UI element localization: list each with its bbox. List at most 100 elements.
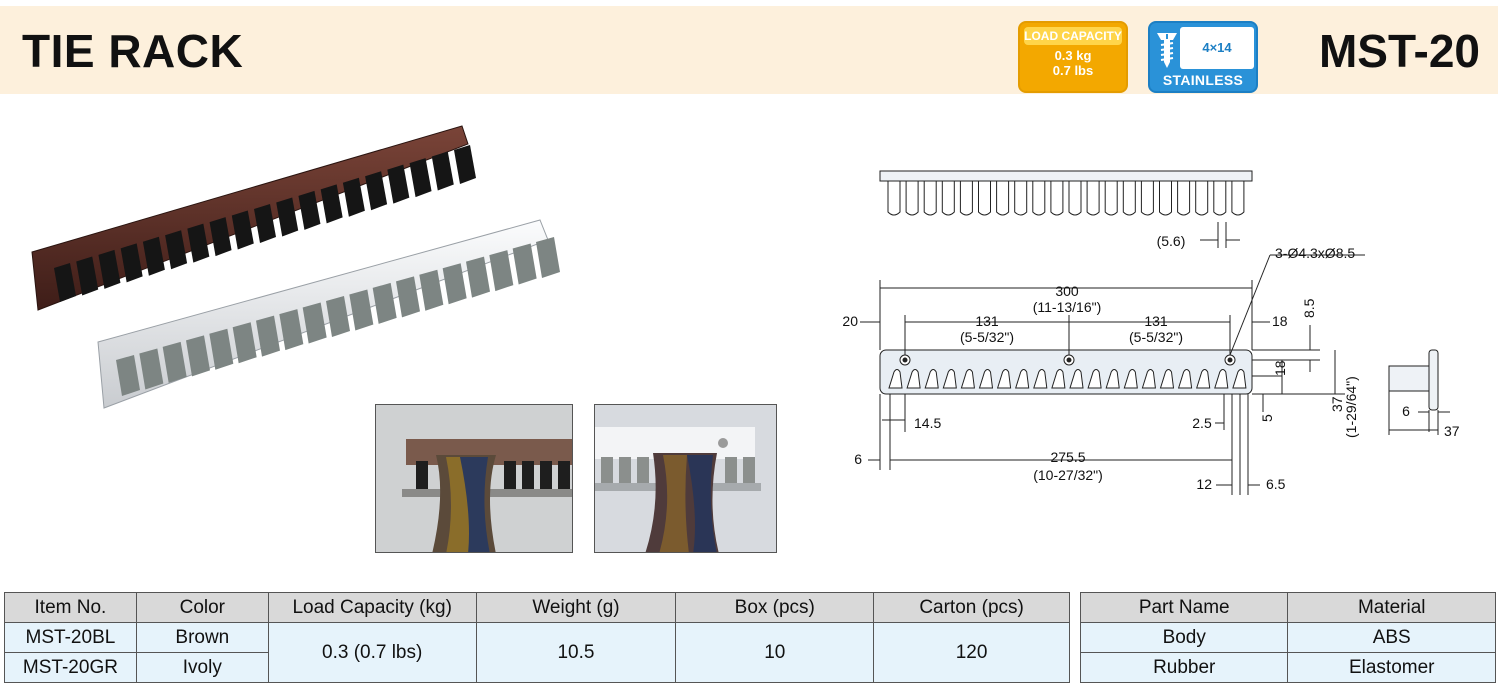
front-view-slot xyxy=(1015,369,1030,389)
dim-side-37: 37 xyxy=(1444,423,1460,439)
ivory-rack-hook xyxy=(466,256,490,298)
brown-rack-hook xyxy=(209,217,232,257)
ivory-rack-hook xyxy=(256,315,280,357)
carton-cell: 120 xyxy=(873,622,1070,683)
ivory-rack-hook xyxy=(396,276,420,318)
ivory-rack-hook xyxy=(209,328,234,370)
ivory-rack-hook xyxy=(372,282,397,324)
brown-rack-body xyxy=(31,125,469,311)
header-carton: Carton (pcs) xyxy=(873,592,1070,623)
top-view-tooth xyxy=(1050,181,1064,216)
header-color: Color xyxy=(135,592,269,623)
dim-14-5: 14.5 xyxy=(914,415,941,431)
header-box: Box (pcs) xyxy=(675,592,875,623)
ivory-rack-hook xyxy=(419,269,444,311)
front-view-slot xyxy=(996,369,1012,389)
front-view-slot xyxy=(924,369,939,389)
ivory-rack-hook xyxy=(279,309,304,351)
brown-rack-hook xyxy=(454,145,476,184)
load-capacity-kg: 0.3 kg xyxy=(1054,48,1092,63)
box-cell: 10 xyxy=(675,622,875,683)
item-no-cell: MST-20BL xyxy=(4,622,137,653)
brown-rack-hook xyxy=(54,263,76,302)
screw-material-label: STAINLESS xyxy=(1162,72,1244,88)
top-view-tooth xyxy=(1032,181,1046,216)
top-view-tooth xyxy=(1068,181,1082,216)
top-view-teeth xyxy=(887,181,1245,216)
dim-12: 12 xyxy=(1196,476,1212,492)
ivory-rack-hook xyxy=(139,348,164,390)
front-view-slot xyxy=(906,369,921,389)
top-view-tooth xyxy=(905,181,919,216)
color-cell: Ivoly xyxy=(135,652,269,683)
top-view-tooth xyxy=(923,181,937,216)
dim-height-37-in: (1-29/64") xyxy=(1343,376,1359,438)
brown-rack-hook xyxy=(298,190,321,230)
top-view-body xyxy=(879,170,1253,182)
brown-rack-hook xyxy=(387,164,410,204)
front-view-slot xyxy=(1141,369,1156,389)
dim-span-2-in: (5-5/32") xyxy=(1129,329,1183,345)
item-no-cell: MST-20GR xyxy=(4,652,137,683)
brown-rack-hook xyxy=(342,177,365,217)
brown-rack-hook xyxy=(276,197,299,237)
front-view-slot xyxy=(888,369,903,389)
top-view-tooth xyxy=(941,181,955,216)
brown-rack-hook xyxy=(254,204,276,243)
ivory-rack-hook xyxy=(232,322,257,364)
page-header: TIE RACK LOAD CAPACITY 0.3 kg 0.7 lbs 4×… xyxy=(0,6,1498,94)
brown-rack-hook xyxy=(187,223,210,263)
top-view-tooth xyxy=(978,181,991,216)
screw-size: 4×14 xyxy=(1180,27,1254,69)
top-view-tooth xyxy=(887,181,901,216)
material-table-header: Part Name Material xyxy=(1079,592,1496,623)
ivory-rack-hook xyxy=(442,263,467,305)
dim-overall-length: 300 xyxy=(1055,283,1079,299)
dim-inner-length-in: (10-27/32") xyxy=(1033,467,1103,483)
dim-overall-length-in: (11-13/16") xyxy=(1033,299,1102,315)
load-capacity-cell: 0.3 (0.7 lbs) xyxy=(267,622,477,683)
load-capacity-lbs: 0.7 lbs xyxy=(1052,63,1094,78)
header-weight: Weight (g) xyxy=(475,592,677,623)
top-view-tooth xyxy=(1014,181,1028,216)
material-cell: ABS xyxy=(1287,622,1496,653)
header-load-capacity: Load Capacity (kg) xyxy=(267,592,477,623)
brown-rack-hook xyxy=(142,236,165,276)
front-view-slot xyxy=(1214,369,1229,389)
brown-rack-hook xyxy=(76,256,99,296)
top-view-tooth xyxy=(1086,181,1100,216)
dim-8-5: 8.5 xyxy=(1301,298,1317,318)
dim-6-5: 6.5 xyxy=(1266,476,1286,492)
front-view-slot xyxy=(1069,369,1084,389)
table-row: MST-20GR Ivoly xyxy=(4,652,1070,683)
front-view-slot xyxy=(960,369,975,389)
brown-rack-hook xyxy=(231,210,254,250)
spec-table: Item No. Color Load Capacity (kg) Weight… xyxy=(4,592,1070,683)
page-title: TIE RACK xyxy=(22,25,244,77)
part-name-cell: Body xyxy=(1079,622,1289,653)
brown-rack-hook xyxy=(431,151,454,191)
top-view-tooth xyxy=(1177,181,1191,216)
dim-span-1-in: (5-5/32") xyxy=(960,329,1014,345)
brown-rack-hook xyxy=(320,184,343,224)
weight-cell: 10.5 xyxy=(475,622,677,683)
dim-hole-spec: 3-Ø4.3xØ8.5 xyxy=(1275,245,1355,261)
dim-span-1: 131 xyxy=(975,313,999,329)
side-view-hook xyxy=(1388,365,1430,392)
table-row: MST-20BL Brown 0.3 (0.7 lbs) 10.5 10 120 xyxy=(4,622,1070,683)
load-capacity-badge: LOAD CAPACITY 0.3 kg 0.7 lbs xyxy=(1018,21,1128,93)
screw-badge: 4×14 STAINLESS xyxy=(1148,21,1258,93)
top-view-tooth xyxy=(1140,181,1154,216)
front-view-slot xyxy=(1159,369,1175,389)
front-view-slot xyxy=(942,369,957,389)
ivory-rack-hook xyxy=(162,341,187,383)
ivory-rack-hook xyxy=(489,250,514,292)
photo-brown-in-use xyxy=(375,404,573,553)
dim-inner-length: 275.5 xyxy=(1050,449,1085,465)
top-view-tooth xyxy=(1231,181,1245,216)
front-view-slot xyxy=(1177,369,1193,389)
ivory-rack-hook xyxy=(536,237,560,278)
product-image xyxy=(31,125,560,409)
ivory-rack-hook xyxy=(349,289,374,331)
dim-right-18: 18 xyxy=(1272,313,1288,329)
